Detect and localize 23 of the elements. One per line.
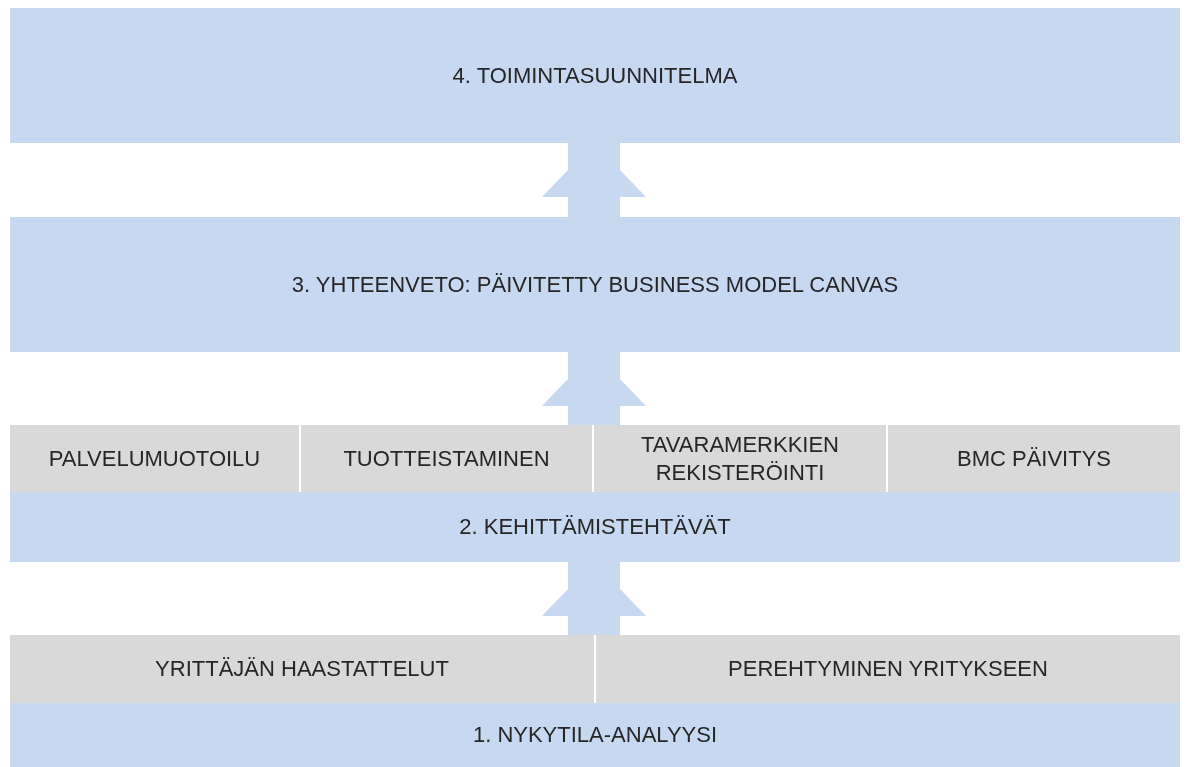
stage-label: 1. NYKYTILA-ANALYYSI — [471, 721, 719, 750]
stage-label: 4. TOIMINTASUUNNITELMA — [451, 61, 739, 90]
block-arrow — [542, 562, 646, 635]
task-label: PEREHTYMINEN YRITYKSEEN — [727, 655, 1049, 684]
stage-band — [10, 635, 1180, 767]
task-label: BMC PÄIVITYS — [955, 444, 1112, 473]
stage-band — [10, 8, 1180, 143]
task-label: PALVELUMUOTOILU — [47, 444, 262, 473]
task-label: TAVARAMERKKIEN REKISTERÖINTI — [639, 431, 840, 487]
block-arrow — [542, 352, 646, 425]
task-cell — [596, 635, 1180, 703]
task-label: YRITTÄJÄN HAASTATTELUT — [154, 655, 450, 684]
stage-band — [10, 425, 1180, 562]
stage-label: 3. YHTEENVETO: PÄIVITETTY BUSINESS MODEL CANVAS — [290, 270, 900, 299]
task-cell — [888, 425, 1180, 492]
task-label: TUOTTEISTAMINEN — [342, 444, 551, 473]
stage-label: 2. KEHITTÄMISTEHTÄVÄT — [458, 513, 732, 542]
block-arrow — [542, 143, 646, 217]
task-cell — [594, 425, 888, 492]
stage-band — [10, 217, 1180, 352]
task-cell — [301, 425, 594, 492]
task-cell — [10, 425, 301, 492]
task-cell — [10, 635, 596, 703]
